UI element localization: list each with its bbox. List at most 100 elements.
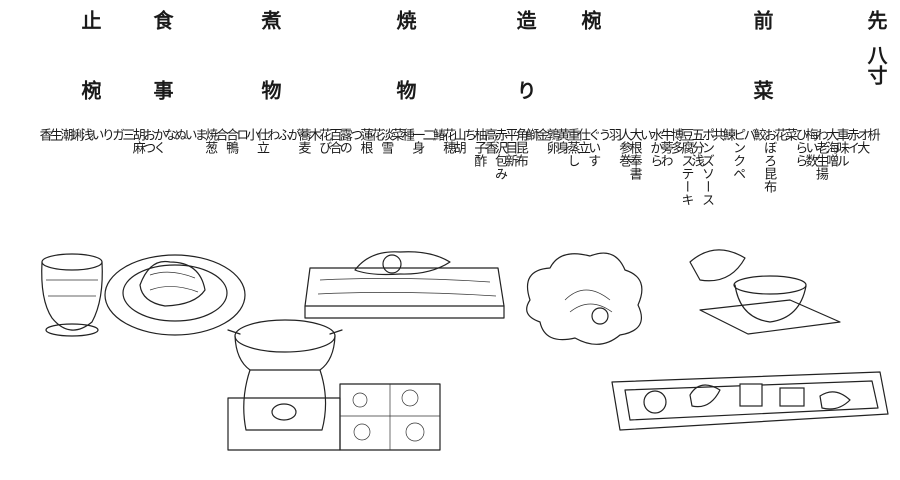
course-heading-yakimono: 焼 bbox=[393, 10, 417, 30]
wooden-board-illustration bbox=[304, 251, 505, 319]
course-heading-wan: 椀 bbox=[578, 10, 602, 30]
menu-dish-column: 豆腐ステーキ bbox=[678, 128, 694, 206]
menu-dish-column: 車味ル bbox=[833, 128, 849, 167]
menu-dish-column: 黄身 bbox=[554, 128, 570, 154]
menu-dish-column: オ大 bbox=[854, 128, 870, 154]
menu-dish-column: 焼葱 bbox=[202, 128, 218, 154]
menu-dish-column: 大海噌 bbox=[823, 128, 839, 167]
menu-dish-column: 鰆 bbox=[429, 128, 445, 141]
menu-dish-column: 大根奉書 bbox=[626, 128, 642, 180]
rice-plate-illustration bbox=[104, 254, 246, 336]
menu-dish-column: 蕎麦 bbox=[295, 128, 311, 154]
menu-dish-column: 高香 bbox=[481, 128, 497, 154]
menu-dish-column: ぐいす bbox=[585, 128, 601, 167]
menu-dish-column: 花穂 bbox=[440, 128, 456, 154]
course-heading-zensai-tail: 菜 bbox=[750, 80, 774, 100]
menu-dish-column: ピンクペ bbox=[730, 128, 746, 180]
course-heading-tsukuri: 造 bbox=[513, 10, 537, 30]
soup-bowl-illustration bbox=[41, 253, 103, 337]
menu-dish-column: ぬ bbox=[171, 128, 187, 141]
menu-dish-column: 羽 bbox=[605, 128, 621, 141]
menu-dish-column: り bbox=[98, 128, 114, 141]
menu-dish-column: 仕立 bbox=[253, 128, 269, 154]
menu-dish-column: 合 bbox=[212, 128, 228, 141]
menu-dish-column: 合鴨 bbox=[222, 128, 238, 154]
menu-dish-column: 百合 bbox=[326, 128, 342, 154]
menu-dish-column: ポンズソース bbox=[699, 128, 715, 206]
menu-dish-column: い bbox=[181, 128, 197, 141]
clay-pot-illustration bbox=[227, 319, 343, 451]
menu-dish-column: い bbox=[636, 128, 652, 141]
menu-dish-column: ロ bbox=[233, 128, 249, 141]
menu-dish-column: い bbox=[88, 128, 104, 141]
menu-dish-column: 花 bbox=[771, 128, 787, 141]
menu-dish-column: 浅 bbox=[78, 128, 94, 141]
menu-dish-column: わ bbox=[264, 128, 280, 141]
menu-dish-column: 花び bbox=[316, 128, 332, 154]
menu-dish-column: 露の bbox=[336, 128, 352, 154]
menu-dish-column: バ bbox=[740, 128, 756, 141]
menu-dish-column: 角昆布 bbox=[512, 128, 528, 167]
menu-dish-column: 生 bbox=[46, 128, 62, 141]
menu-dish-column: 共 bbox=[709, 128, 725, 141]
lidded-bowl-illustration bbox=[689, 249, 841, 335]
menu-dish-column: 枡 bbox=[864, 128, 880, 141]
menu-dish-column: おぼろ昆布 bbox=[761, 128, 777, 193]
menu-dish-column: 胡麻 bbox=[129, 128, 145, 154]
menu-dish-column: ま bbox=[191, 128, 207, 141]
course-heading-tsukuri-tail: り bbox=[513, 80, 537, 100]
menu-dish-column: 水から bbox=[647, 128, 663, 167]
menu-dish-column: 香 bbox=[36, 128, 52, 141]
menu-dish-column: 博多 bbox=[667, 128, 683, 154]
menu-dish-column: 蓮根 bbox=[357, 128, 373, 154]
menu-dish-column: 淡雪 bbox=[378, 128, 394, 154]
course-heading-shokuji: 食 bbox=[150, 10, 174, 30]
menu-dish-column: 一身 bbox=[409, 128, 425, 154]
menu-dish-column: 鶉卵 bbox=[543, 128, 559, 154]
course-heading-tomewan-tail: 椀 bbox=[78, 80, 102, 100]
bento-box-illustration bbox=[339, 383, 441, 451]
menu-dish-column: 潮 bbox=[57, 128, 73, 141]
menu-dish-column: ち bbox=[460, 128, 476, 141]
menu-dish-column: わ老生揚 bbox=[812, 128, 828, 180]
menu-dish-column: 赤イ bbox=[843, 128, 859, 154]
menu-dish-column: 菜 bbox=[781, 128, 797, 141]
course-heading-yakimono-tail: 物 bbox=[393, 80, 417, 100]
course-heading-sakihassun-tail: 八寸 bbox=[864, 45, 888, 85]
course-heading-shokuji-tail: 事 bbox=[150, 80, 174, 100]
long-platter-illustration bbox=[611, 371, 889, 431]
menu-dish-column: 山胡 bbox=[450, 128, 466, 154]
menu-dish-column: 花 bbox=[367, 128, 383, 141]
menu-dish-column: 三 bbox=[119, 128, 135, 141]
menu-dish-column: ひらら bbox=[792, 128, 808, 167]
menu-dish-column: かく bbox=[150, 128, 166, 154]
menu-dish-column: 仕立 bbox=[574, 128, 590, 154]
menu-dish-column: ふ bbox=[274, 128, 290, 141]
menu-dish-column: 人参巻 bbox=[616, 128, 632, 167]
menu-dish-column: 牛蒡わ bbox=[657, 128, 673, 167]
flower-dish-illustration bbox=[526, 252, 643, 345]
course-heading-tomewan: 止 bbox=[78, 10, 102, 30]
menu-dish-column: 梅い数 bbox=[802, 128, 818, 167]
menu-dish-column: 金 bbox=[533, 128, 549, 141]
course-heading-nimono-tail: 物 bbox=[258, 80, 282, 100]
menu-dish-column: う bbox=[595, 128, 611, 141]
menu-dish-column: 木 bbox=[305, 128, 321, 141]
menu-dish-column: 小 bbox=[243, 128, 259, 141]
menu-dish-column: 鰊 bbox=[719, 128, 735, 141]
menu-dish-column: 菜 bbox=[388, 128, 404, 141]
menu-dish-column: 鮫 bbox=[750, 128, 766, 141]
menu-dish-column: 五分浅 bbox=[688, 128, 704, 167]
course-heading-zensai: 前 bbox=[750, 10, 774, 30]
menu-dish-column: 二 bbox=[419, 128, 435, 141]
menu-dish-column: な bbox=[160, 128, 176, 141]
menu-dish-column: 種 bbox=[398, 128, 414, 141]
menu-dish-column: つ bbox=[347, 128, 363, 141]
course-heading-nimono: 煮 bbox=[258, 10, 282, 30]
menu-dish-column: が bbox=[285, 128, 301, 141]
course-heading-sakihassun: 先 bbox=[864, 10, 888, 30]
menu-dish-column: 重蒸し bbox=[564, 128, 580, 167]
menu-dish-column: 赤沢包み bbox=[492, 128, 508, 180]
menu-dish-column: 蜊 bbox=[67, 128, 83, 141]
menu-dish-column: 柚子酢 bbox=[471, 128, 487, 167]
